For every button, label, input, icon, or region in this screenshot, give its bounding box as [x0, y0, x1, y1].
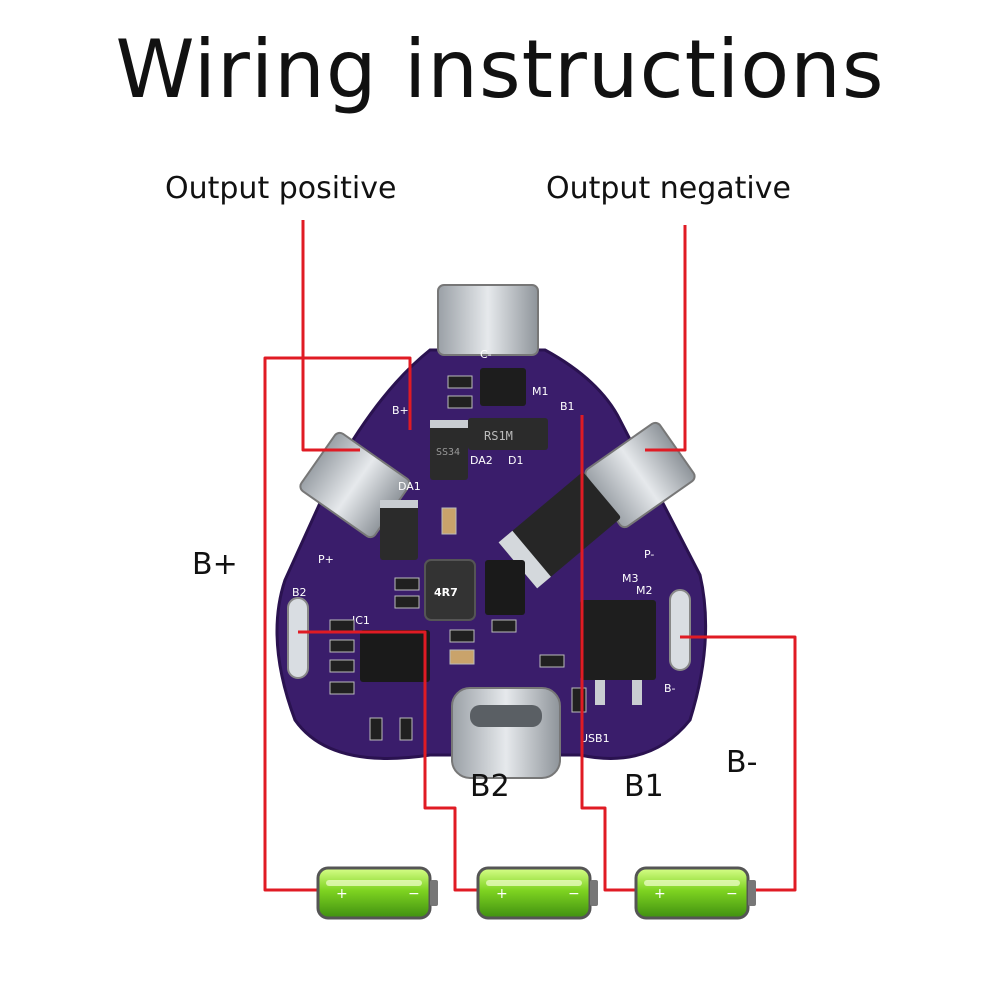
label-output-positive: Output positive — [165, 171, 397, 206]
inductor — [424, 559, 476, 621]
silk-b1: B1 — [560, 400, 575, 413]
silk-b-plus: B+ — [392, 404, 409, 417]
diode-da1 — [380, 500, 418, 560]
svg-text:+: + — [496, 886, 508, 902]
pcb-board: C- RS1M M1 4R7 IC1 — [275, 284, 708, 779]
battery-3: + − — [634, 866, 756, 920]
svg-text:+: + — [336, 886, 348, 902]
svg-text:−: − — [408, 886, 420, 902]
smd-resistors — [329, 375, 587, 741]
mosfet-m2 — [580, 600, 656, 680]
page-title: Wiring instructions — [115, 23, 885, 116]
silk-inductor: 4R7 — [434, 586, 458, 599]
silk-c-minus: C- — [480, 348, 492, 361]
tab-c-minus — [437, 284, 539, 356]
silk-b2: B2 — [292, 586, 307, 599]
label-b1: B1 — [624, 769, 664, 804]
usb-c-port — [451, 687, 561, 779]
silk-m3: M3 — [622, 572, 639, 585]
wire-b1 — [580, 415, 635, 892]
wires — [263, 220, 797, 892]
silk-b-minus: B- — [664, 682, 676, 695]
battery-1: + − — [316, 866, 438, 920]
ic1 — [360, 630, 430, 682]
silk-p-plus: P+ — [318, 553, 334, 566]
silk-p-minus: P- — [644, 548, 654, 561]
silk-ss34: SS34 — [436, 447, 460, 458]
ic-small — [485, 560, 525, 615]
svg-text:−: − — [726, 886, 738, 902]
diode-da2 — [430, 420, 468, 480]
regulator — [498, 472, 621, 589]
wire-b2 — [298, 630, 480, 892]
wire-b-minus — [680, 635, 797, 892]
label-b-plus: B+ — [192, 547, 238, 582]
pad-b-minus — [669, 589, 691, 671]
silk-ic1: IC1 — [352, 614, 370, 627]
silk-rs1m: RS1M — [484, 429, 513, 443]
silk-m2: M2 — [636, 584, 653, 597]
label-b-minus: B- — [726, 745, 758, 780]
silk-da2: DA2 — [470, 454, 493, 467]
diode-d1 — [468, 418, 548, 450]
svg-text:+: + — [654, 886, 666, 902]
silk-d1: D1 — [508, 454, 523, 467]
wire-output-negative — [645, 225, 687, 452]
silk-usb1: USB1 — [580, 732, 610, 745]
svg-text:−: − — [568, 886, 580, 902]
wire-b-plus — [263, 356, 412, 892]
label-output-negative: Output negative — [546, 171, 791, 206]
label-b2: B2 — [470, 769, 510, 804]
pad-b2 — [287, 597, 309, 679]
wire-output-positive — [301, 220, 360, 452]
mosfet-m1 — [480, 368, 526, 406]
battery-2: + − — [476, 866, 598, 920]
silk-m1: M1 — [532, 385, 549, 398]
silk-da1: DA1 — [398, 480, 421, 493]
